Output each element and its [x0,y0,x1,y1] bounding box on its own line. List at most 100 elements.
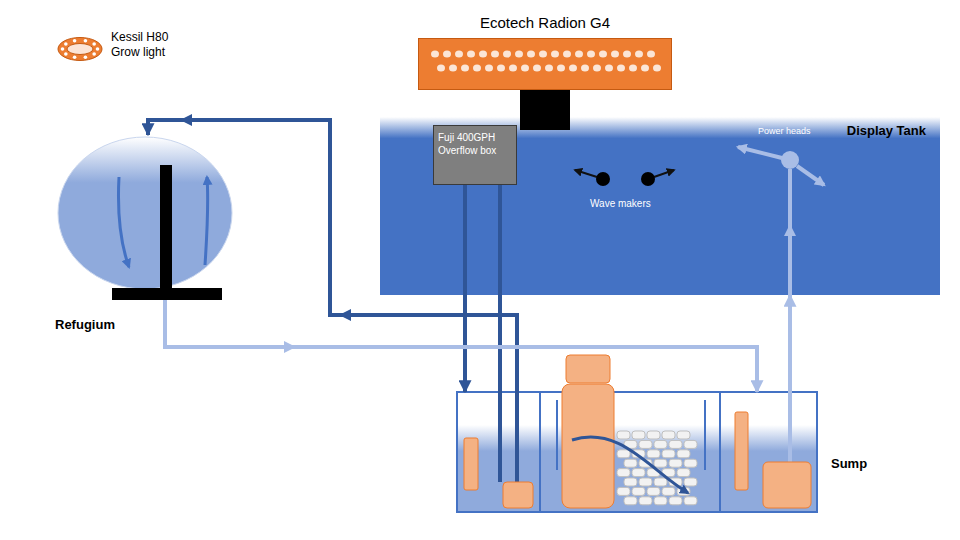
led-hole [533,65,541,72]
wave-maker [641,172,655,186]
wave-makers [575,170,674,186]
wave-maker [596,172,610,186]
refugium-vessel [58,137,232,289]
led-hole [587,51,595,58]
flow-arrow [339,309,351,321]
led-hole [521,65,529,72]
led-dot [84,55,88,59]
led-hole [527,51,535,58]
led-hole [563,51,571,58]
part-label: Power heads [758,126,811,136]
flow-arrow [572,437,688,493]
baffle [704,400,706,470]
node-label: Ecotech Radion G4 [480,14,610,31]
node-label: Kessil H80 Grow light [111,30,185,60]
rock [617,469,630,477]
sump: Sump [457,392,817,512]
overflow-pipe [498,185,502,482]
rock [684,478,697,486]
rock [639,497,652,505]
led-hole [653,65,661,72]
led-dot [92,52,96,56]
led-hole [641,65,649,72]
rock [654,459,667,467]
heater [464,438,478,490]
led-hole [449,65,457,72]
refugium-shape [57,135,233,300]
led-hole [515,51,523,58]
refugium: Refugium [57,135,233,300]
led-dot [64,52,68,56]
led-hole [635,51,643,58]
return-pump [763,462,811,508]
flow-arrow [784,224,796,236]
led-hole [581,65,589,72]
led-hole [461,65,469,72]
led-dot [84,39,88,43]
flow-arrow [284,341,296,353]
led-hole [473,65,481,72]
rock [654,497,667,505]
skimmer-cap [566,355,610,383]
led-hole [611,51,619,58]
led-hole [617,65,625,72]
led-hole [599,51,607,58]
rock [654,478,667,486]
node-label: Sump [831,456,867,471]
led-hole [431,51,439,58]
led-hole [545,65,553,72]
rock [669,440,682,448]
led-dot [92,42,96,46]
refugium-return-pipe [165,300,757,392]
display-return-pipe [788,295,792,392]
led-hole [485,65,493,72]
sump-outline [457,392,817,512]
led-hole [437,65,445,72]
led-dot [64,42,68,46]
led-hole [467,51,475,58]
grow-light: Kessil H80 Grow light [57,36,103,62]
led-hole [575,51,583,58]
led-dot [61,47,65,51]
power-head-body [781,151,799,169]
divider [719,392,721,512]
led-hole [539,51,547,58]
overflow-drain-pipe [463,185,467,392]
rock [684,459,697,467]
pump [503,482,533,508]
flow-arrow [205,177,208,265]
rock [624,459,637,467]
divider [539,392,541,512]
flow-arrow [180,114,192,126]
flow-arrow [797,166,824,185]
rock [662,487,675,495]
led-hole [443,51,451,58]
led-hole [551,51,559,58]
rock [617,487,630,495]
led-hole [623,51,631,58]
power-head [738,147,824,295]
led-hole [509,65,517,72]
light-ring [58,38,102,61]
rock [632,431,645,439]
rock [632,487,645,495]
rock [639,478,652,486]
rock [624,497,637,505]
led-dot [73,39,77,43]
rock [669,497,682,505]
rock [617,431,630,439]
rock [684,440,697,448]
rock [647,450,660,458]
led-hole [629,65,637,72]
rock [684,497,697,505]
flow-arrows [180,114,796,353]
rock [632,469,645,477]
pump-pipe [788,392,792,462]
led-dot [96,47,100,51]
part-label: Wave makers [590,198,651,209]
led-hole [593,65,601,72]
heater [735,412,748,490]
overflow-box: Fuji 400GPH Overflow box [433,125,517,185]
rock [639,440,652,448]
